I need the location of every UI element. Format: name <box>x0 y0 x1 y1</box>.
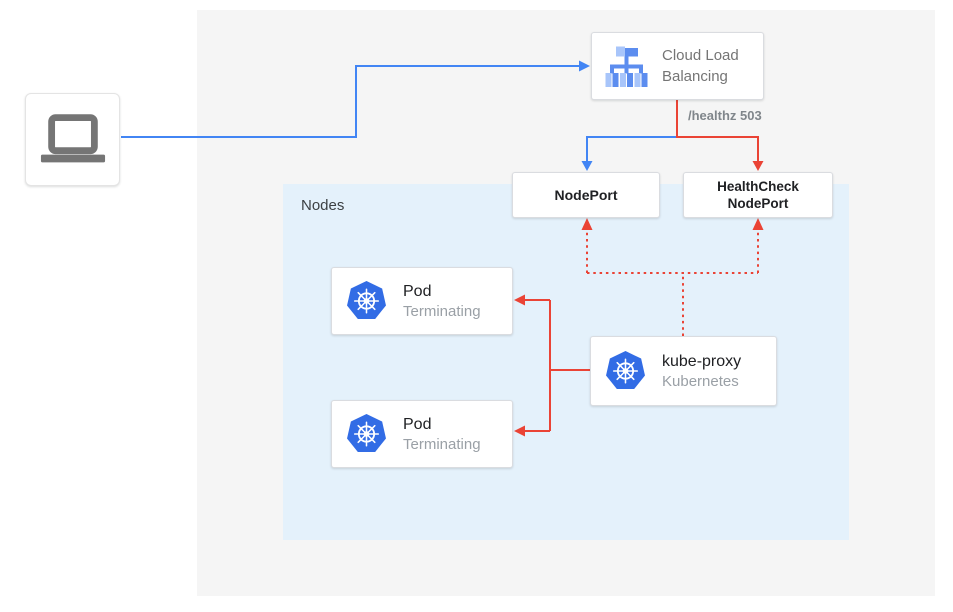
pod-status: Terminating <box>403 302 481 320</box>
nodeport-node: NodePort <box>512 172 660 218</box>
healthcheck-nodeport-label-line2: NodePort <box>727 196 789 211</box>
healthcheck-nodeport-label-line1: HealthCheck <box>717 179 799 194</box>
cloud-load-balancing-label: Cloud Load Balancing <box>662 47 739 85</box>
cloud-load-balancing-node: Cloud Load Balancing <box>591 32 764 100</box>
pod-node-1: Pod Terminating <box>331 267 513 335</box>
kubernetes-icon <box>346 280 387 320</box>
healthcheck-nodeport-node: HealthCheck NodePort <box>683 172 833 218</box>
kube-proxy-subtitle: Kubernetes <box>662 372 739 390</box>
cloud-load-balancing-icon <box>605 46 648 87</box>
client-node <box>25 93 120 186</box>
nodes-group-label: Nodes <box>301 197 345 214</box>
healthz-503-label: /healthz 503 <box>688 108 762 123</box>
pod-title: Pod <box>403 282 432 300</box>
pod-status: Terminating <box>403 435 481 453</box>
kube-proxy-node: kube-proxy Kubernetes <box>590 336 777 406</box>
kubernetes-icon <box>346 413 387 453</box>
kube-proxy-title: kube-proxy <box>662 352 742 370</box>
pod-node-2: Pod Terminating <box>331 400 513 468</box>
laptop-icon <box>40 113 105 162</box>
kubernetes-icon <box>605 350 646 390</box>
pod-title: Pod <box>403 415 432 433</box>
nodeport-label: NodePort <box>554 187 618 203</box>
